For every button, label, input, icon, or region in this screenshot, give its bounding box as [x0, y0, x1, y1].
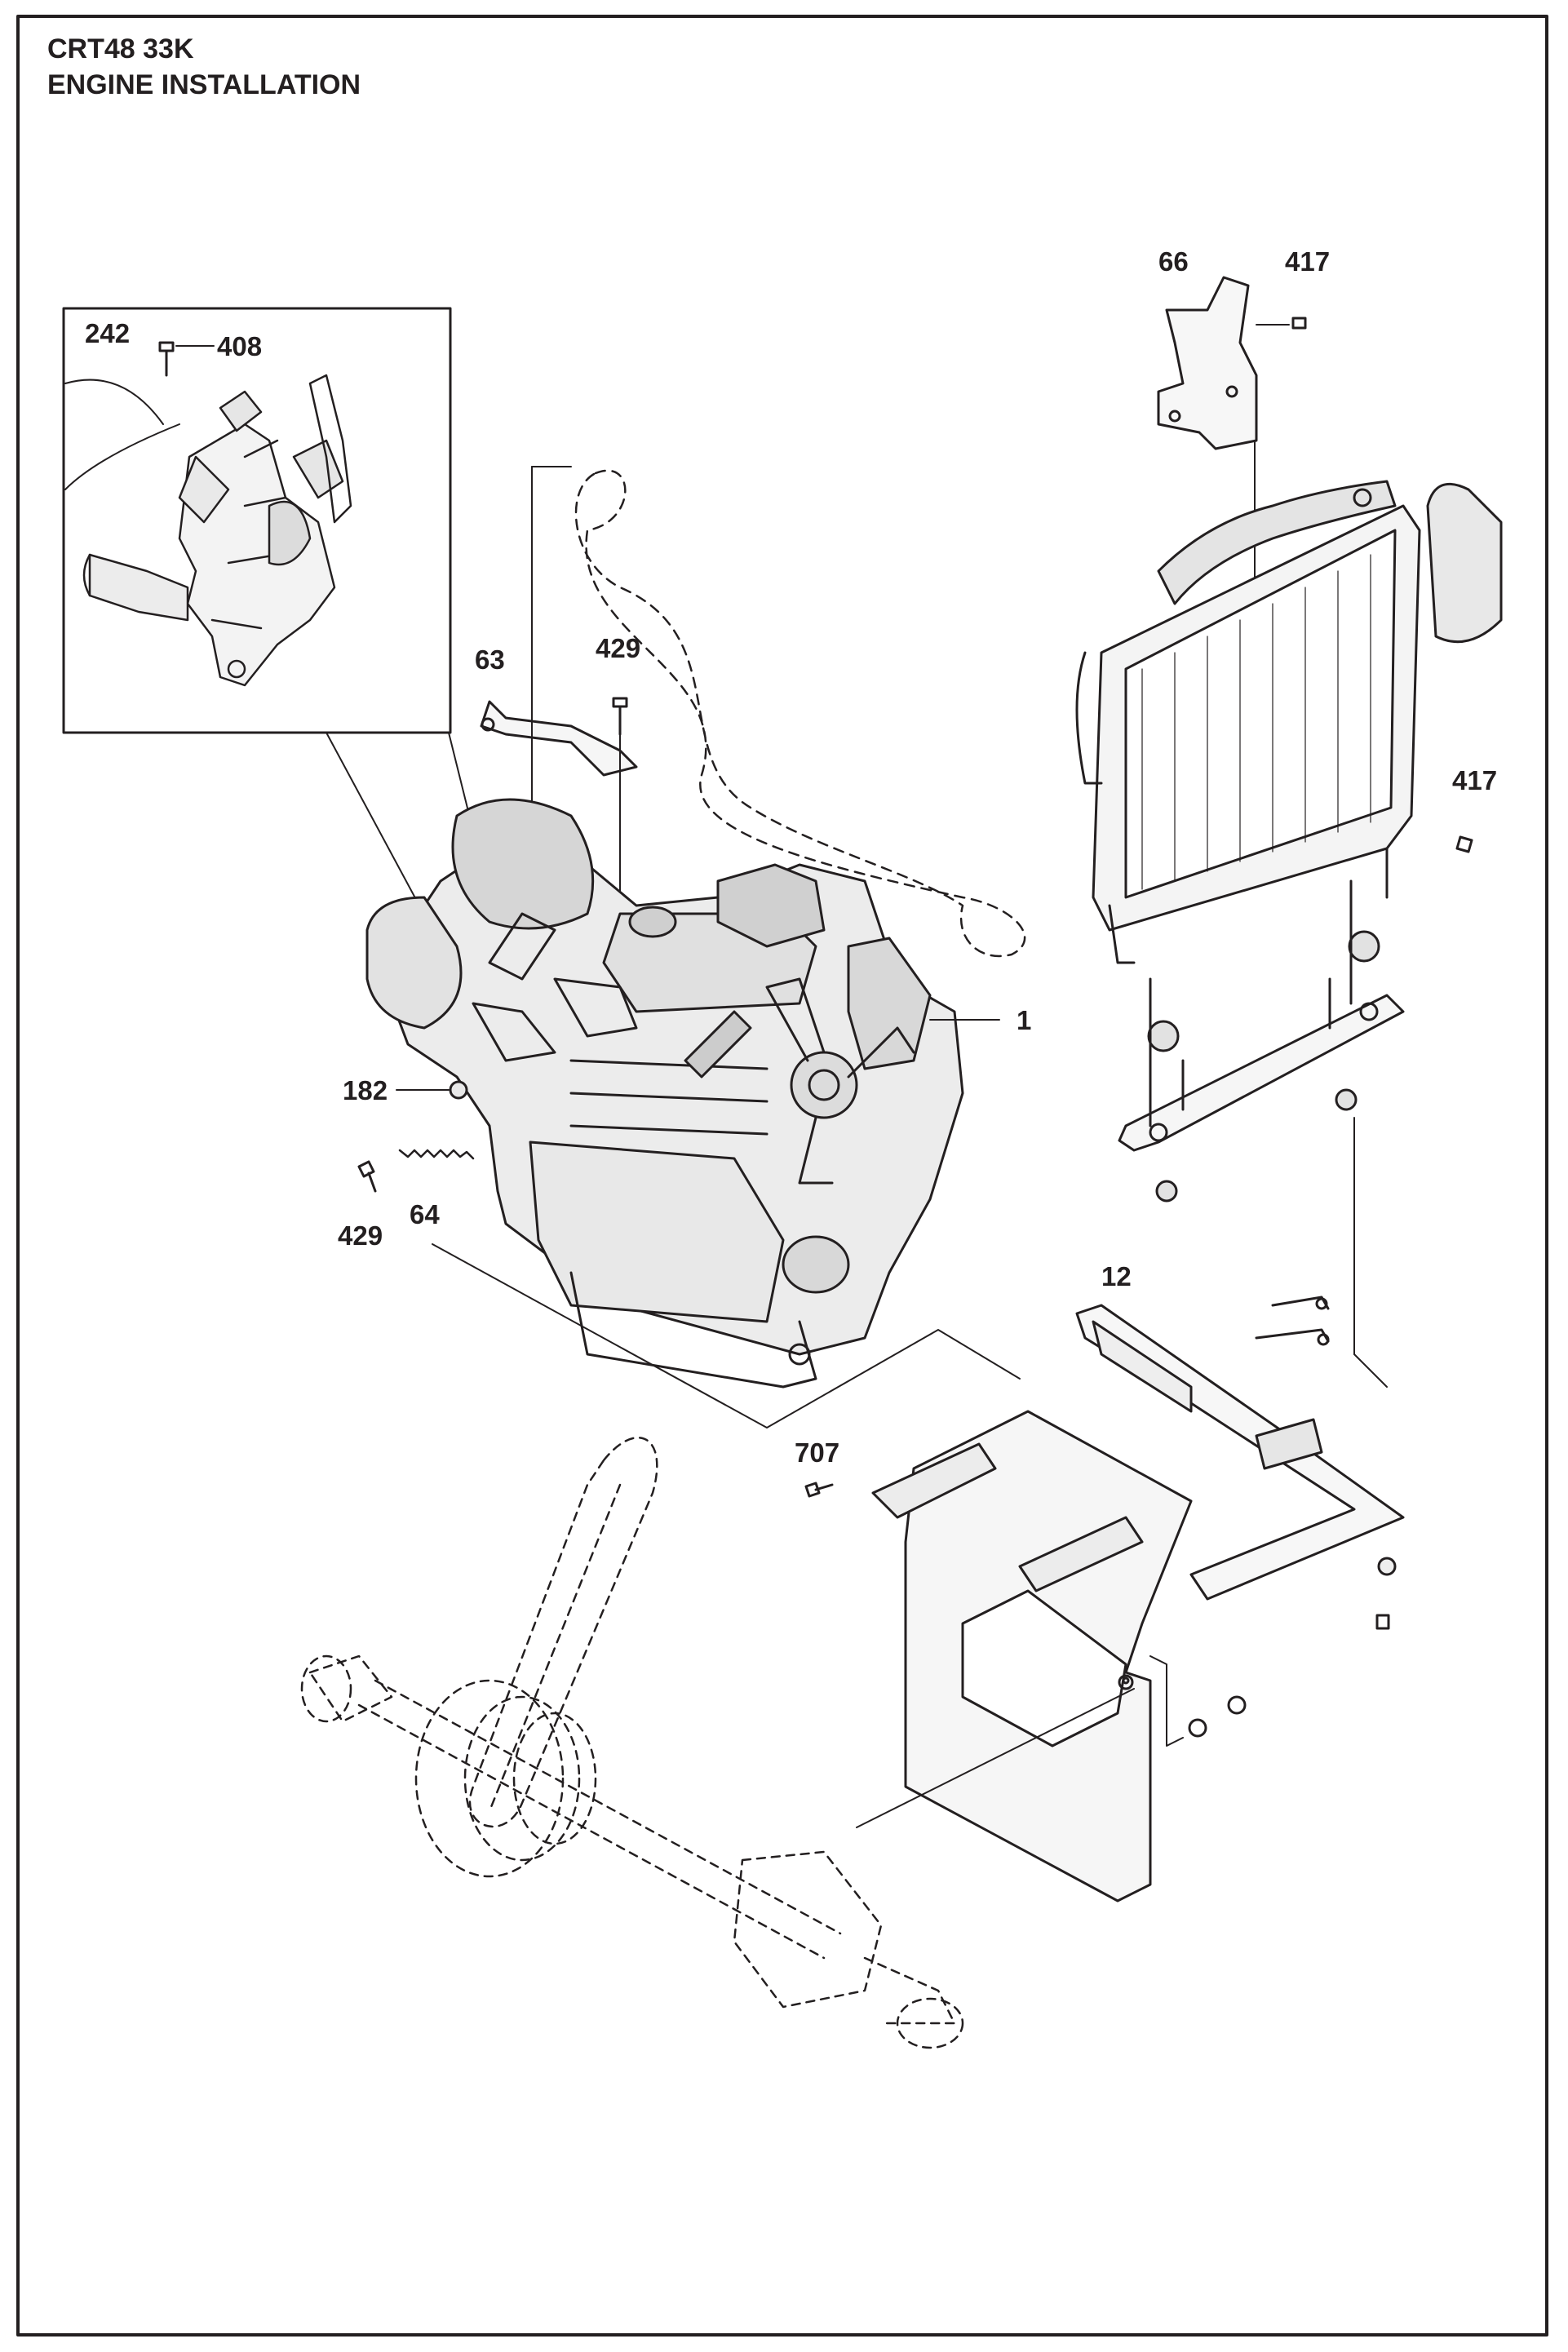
callout-408: 408 [217, 331, 262, 361]
callout-242: 242 [85, 318, 130, 348]
drive-belt-dashed [300, 1437, 964, 2049]
callout-12: 12 [1101, 1261, 1132, 1291]
callout-1: 1 [1017, 1005, 1031, 1035]
model-number: CRT48 33K [47, 33, 194, 64]
spring-64 [398, 1149, 475, 1160]
screw-408 [158, 341, 175, 377]
nut-417-top [1291, 317, 1307, 330]
engine-mount-frame-12 [1075, 1296, 1405, 1630]
carburetor-detail-drawing [82, 374, 352, 687]
bolt-707 [804, 1482, 834, 1498]
callout-labels: 242 408 66 417 63 429 417 1 182 429 64 1… [85, 246, 1497, 1468]
bracket-66 [1157, 276, 1258, 450]
nut-417-right [1455, 835, 1473, 853]
callout-417-right: 417 [1452, 765, 1497, 795]
washer-nut-pair [1188, 1695, 1247, 1738]
callout-66: 66 [1158, 246, 1189, 277]
diagram-title: ENGINE INSTALLATION [47, 69, 361, 100]
engine-plate [871, 1410, 1193, 1902]
hose-route-dashed [574, 469, 1026, 958]
engine-base-outline [432, 1243, 1021, 1428]
diagram-header: CRT48 33K ENGINE INSTALLATION [47, 31, 361, 103]
callout-707: 707 [795, 1437, 839, 1468]
screw-429-left [357, 1160, 377, 1193]
screw-429-top [612, 697, 628, 736]
bracket-63 [480, 700, 638, 777]
plug-182 [449, 1080, 468, 1100]
callout-182: 182 [343, 1075, 388, 1105]
mounting-rail [1118, 879, 1405, 1203]
callout-429-left: 429 [338, 1220, 383, 1251]
callout-64: 64 [410, 1199, 440, 1229]
callout-63: 63 [475, 644, 505, 675]
engine-assembly [365, 798, 964, 1389]
radiator-assembly [1075, 480, 1503, 964]
page-border [16, 15, 1548, 2336]
detail-inset [62, 307, 523, 1037]
callout-429-top: 429 [596, 633, 640, 663]
callout-417-top: 417 [1285, 246, 1330, 277]
